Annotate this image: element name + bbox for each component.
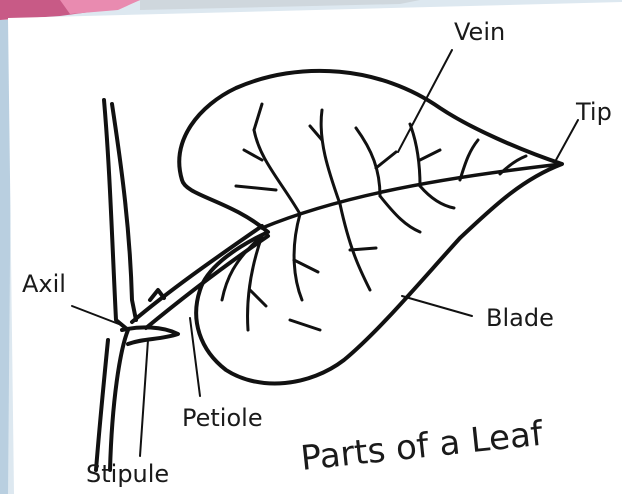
label-stipule: Stipule — [86, 460, 169, 488]
label-petiole: Petiole — [182, 404, 263, 432]
label-tip: Tip — [575, 98, 612, 126]
label-axil: Axil — [22, 270, 66, 298]
label-vein: Vein — [454, 18, 505, 46]
label-blade: Blade — [486, 304, 554, 332]
